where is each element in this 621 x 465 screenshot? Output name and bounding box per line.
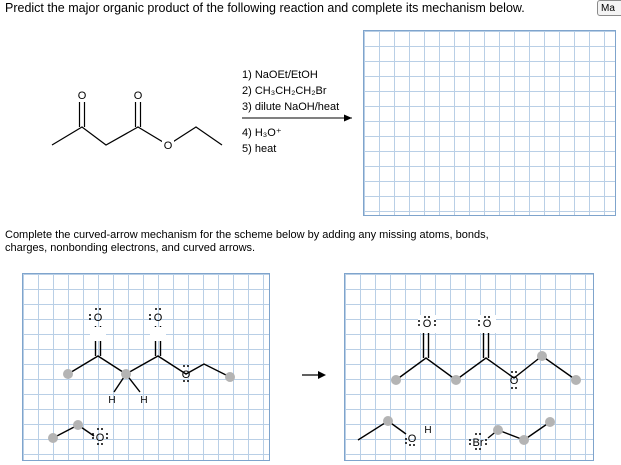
reactant-oxygen-1-mask: [90, 327, 106, 341]
ester-oxygen-label: O: [164, 140, 173, 152]
starting-material-structure: [51, 102, 223, 146]
alpha-hydrogen-1: H: [108, 395, 115, 406]
atom-handle[interactable]: [391, 375, 401, 385]
ethoxide-oxygen: O: [96, 432, 105, 444]
condition-5: 5) heat: [242, 143, 277, 155]
mechanism-reaction-arrow: [302, 371, 326, 379]
reaction-conditions-top: 1) NaOEt/EtOH 2) CH₃CH₂CH₂Br 3) dilute N…: [242, 67, 339, 115]
condition-1: 1) NaOEt/EtOH: [242, 69, 318, 81]
atom-handle[interactable]: [63, 369, 73, 379]
atom-handle[interactable]: [451, 375, 461, 385]
ethanol-hydrogen: H: [424, 425, 431, 436]
atom-handle[interactable]: [519, 435, 529, 445]
reactant-ketone-oxygen: O: [94, 312, 103, 324]
atom-handle[interactable]: [48, 433, 58, 443]
ester-carbonyl-oxygen-label: O: [134, 90, 143, 102]
product-oxygen-1-mask: [418, 315, 436, 333]
reactant-oxygen-2-mask: [150, 327, 166, 341]
product-oxygen-2-mask: [478, 315, 496, 333]
product-ester-carbonyl-oxygen: O: [483, 318, 492, 330]
atom-handle[interactable]: [493, 425, 503, 435]
question-prompt: Predict the major organic product of the…: [5, 1, 525, 15]
atom-handle[interactable]: [73, 420, 83, 430]
reaction-conditions-bottom: 4) H₃O⁺ 5) heat: [242, 125, 282, 157]
condition-3: 3) dilute NaOH/heat: [242, 101, 340, 113]
instructions-line-1: Complete the curved-arrow mechanism for …: [5, 229, 489, 241]
atom-handle[interactable]: [383, 416, 393, 426]
product-ketone-oxygen: O: [423, 318, 432, 330]
reactant-ester-carbonyl-oxygen: O: [154, 312, 163, 324]
reactant-lone-pairs: [89, 308, 189, 445]
atom-handle[interactable]: [121, 369, 131, 379]
alpha-hydrogen-2: H: [140, 395, 147, 406]
product-ester-oxygen: O: [510, 375, 519, 387]
product-lone-pairs: [405, 316, 517, 450]
atom-handle[interactable]: [545, 417, 555, 427]
mechanism-instructions: Complete the curved-arrow mechanism for …: [5, 229, 595, 255]
reactant-ester-oxygen: O: [182, 369, 191, 381]
mechanism-product-grid[interactable]: [344, 273, 594, 461]
condition-4: 4) H₃O⁺: [242, 127, 282, 139]
ester-oxygen-mask: [162, 139, 174, 151]
condition-2: 2) CH₃CH₂CH₂Br: [242, 85, 327, 97]
ketone-oxygen-label: O: [78, 90, 87, 102]
atom-handle[interactable]: [571, 375, 581, 385]
instructions-line-2: charges, nonbonding electrons, and curve…: [5, 242, 256, 254]
product-drawing-grid[interactable]: [363, 30, 616, 216]
cut-off-button[interactable]: Ma: [597, 0, 621, 16]
ethanol-oxygen: O: [408, 433, 417, 445]
mechanism-reactant-structure: O O O O H H: [48, 308, 235, 445]
mechanism-product-structure: O O O O H Br: [357, 315, 581, 450]
atom-handle[interactable]: [225, 372, 235, 382]
mechanism-reactant-grid[interactable]: [22, 273, 270, 461]
reaction-arrow: [242, 114, 352, 122]
atom-handle[interactable]: [537, 351, 547, 361]
bromide-label: Br: [473, 437, 484, 449]
